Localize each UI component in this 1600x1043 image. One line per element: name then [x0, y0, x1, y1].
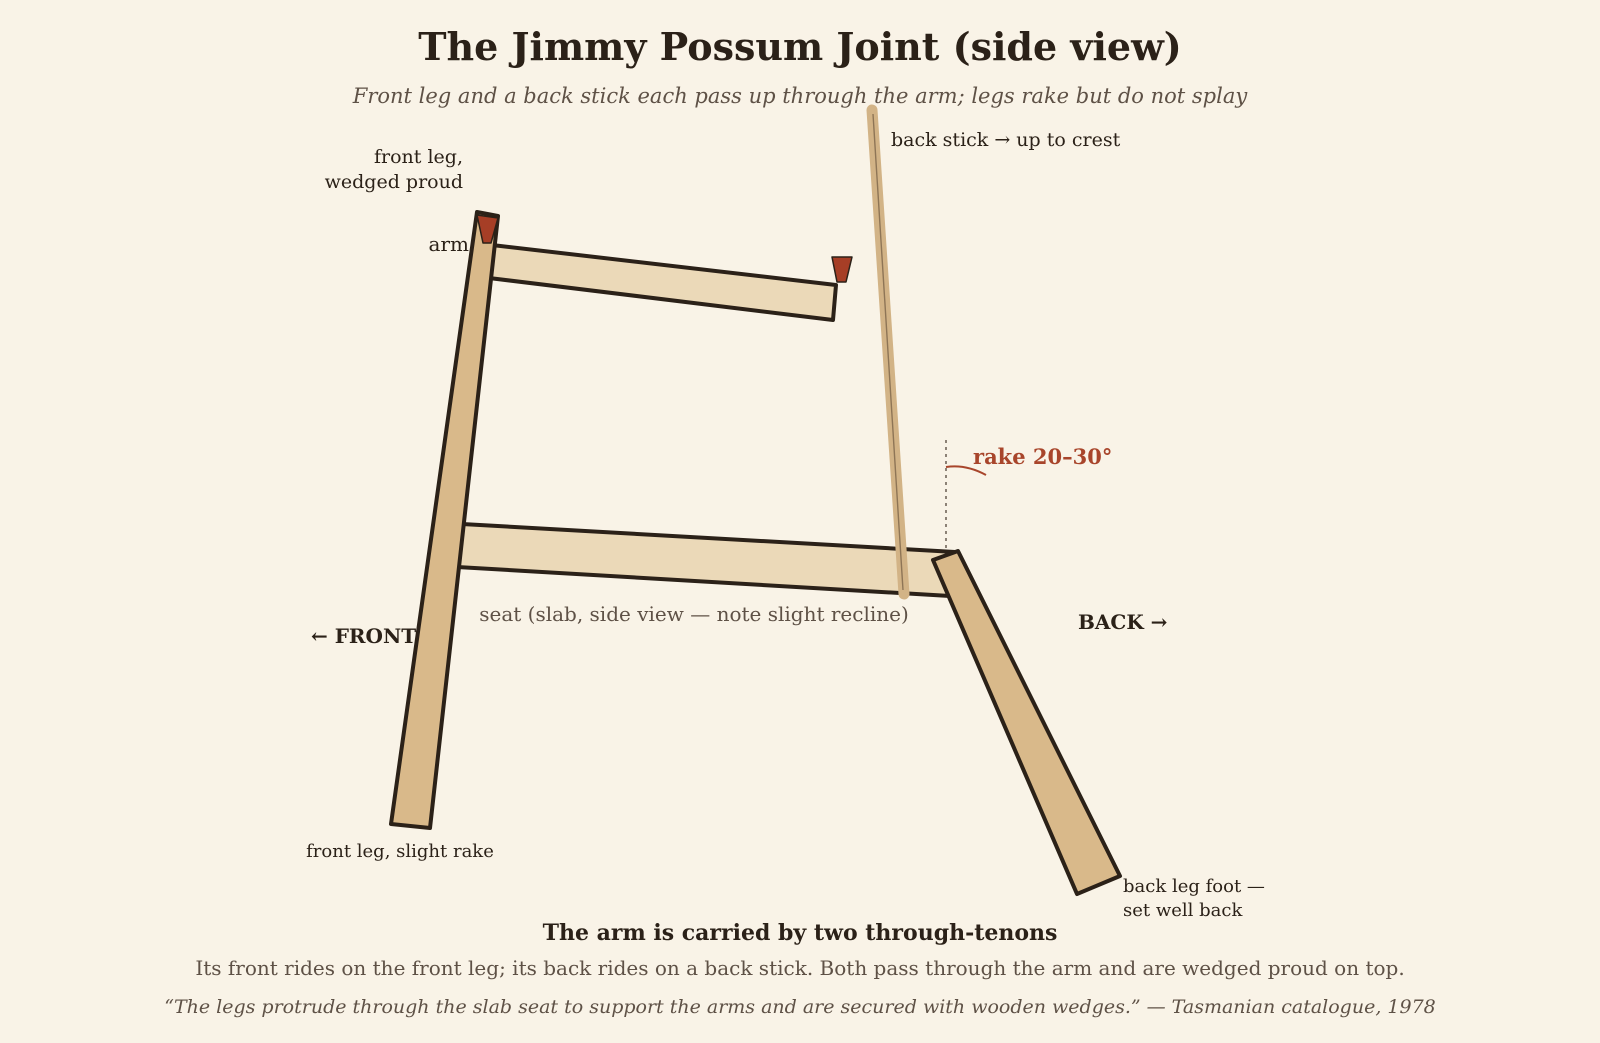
- front-leg-wedged-label-line1: front leg,: [374, 146, 463, 168]
- rake-label: rake 20–30°: [973, 444, 1112, 469]
- back-leg: [931, 549, 1122, 896]
- rake-arc: [945, 465, 987, 476]
- page-title: The Jimmy Possum Joint (side view): [418, 24, 1182, 69]
- seat-label: seat (slab, side view — note slight recl…: [479, 602, 909, 626]
- front-direction-label: ← FRONT: [311, 624, 416, 648]
- front-leg-rake-label: front leg, slight rake: [306, 841, 494, 862]
- back-stick-grain: [872, 113, 904, 591]
- back-direction-label: BACK →: [1078, 610, 1168, 634]
- front-leg: [389, 210, 500, 830]
- caption-body: Its front rides on the front leg; its ba…: [195, 956, 1405, 980]
- front-leg-wedged-label-line2: wedged proud: [325, 171, 463, 193]
- arm-label: arm: [429, 232, 469, 256]
- page-subtitle: Front leg and a back stick each pass up …: [352, 84, 1248, 108]
- back-leg-foot-label-line2: set well back: [1123, 900, 1243, 921]
- back-stick-wedge: [831, 256, 853, 283]
- back-stick-label: back stick → up to crest: [891, 129, 1121, 151]
- back-leg-foot-label-line1: back leg foot —: [1123, 876, 1265, 897]
- seat-slab: [455, 522, 957, 598]
- caption-quote: “The legs protrude through the slab seat…: [164, 996, 1436, 1018]
- caption-title: The arm is carried by two through-tenons: [542, 920, 1058, 946]
- front-leg-wedge: [476, 214, 499, 244]
- arm: [487, 243, 838, 322]
